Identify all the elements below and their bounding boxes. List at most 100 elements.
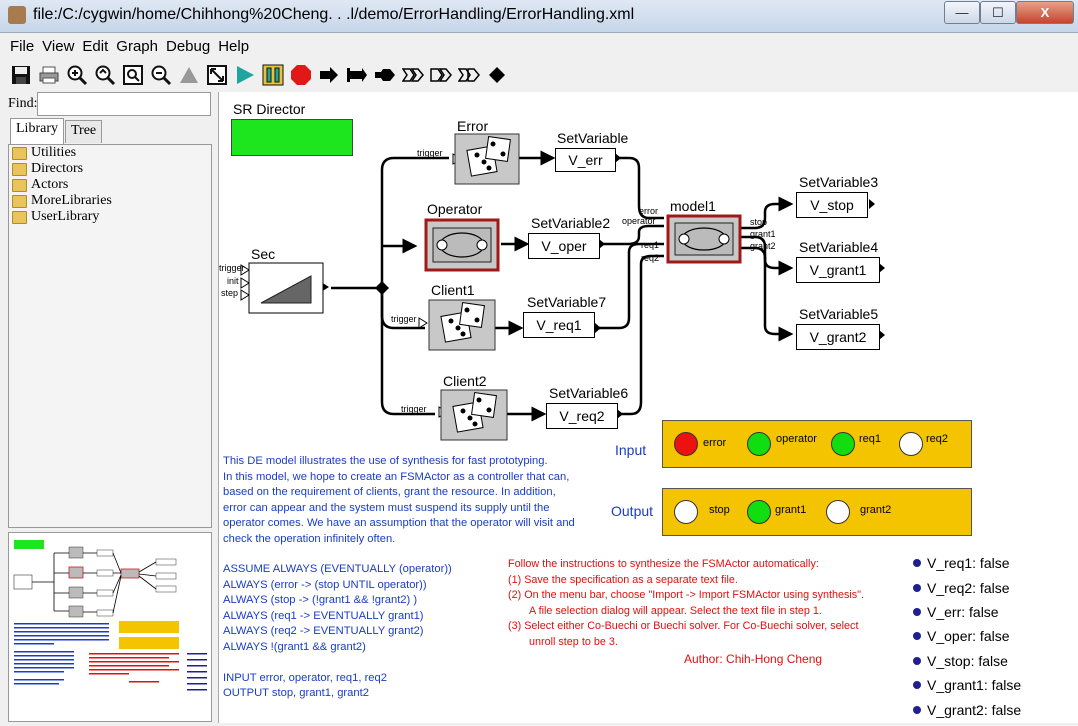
folder-icon [12, 194, 27, 208]
setvariable-box[interactable]: V_req1 [523, 312, 595, 338]
bullet-icon [913, 607, 921, 616]
bullet-icon [913, 681, 921, 690]
input-operator-led[interactable] [747, 432, 771, 456]
setvariable-box[interactable]: V_err [555, 148, 616, 172]
menu-view[interactable]: View [42, 38, 75, 55]
model1-port-grant1: grant1 [750, 229, 776, 239]
spec-line: ALWAYS (stop -> (!grant1 && !grant2) ) [223, 594, 418, 606]
title-bar: file:/C:/cygwin/home/Chihhong%20Cheng. .… [0, 0, 1078, 33]
description-line: In this model, we hope to create an FSMA… [223, 470, 570, 483]
status-label: V_req1: false [927, 555, 1010, 572]
model1-port-req1: req1 [641, 240, 660, 250]
multiport-icon[interactable] [400, 62, 425, 88]
setvariable-box[interactable]: V_stop [796, 192, 868, 218]
setvariable-title: SetVariable7 [527, 294, 607, 310]
trigger-port-label: trigger [417, 148, 443, 158]
setvariable-box[interactable]: V_grant1 [796, 257, 880, 283]
library-item-label: Directors [31, 161, 84, 176]
operator-label: Operator [427, 201, 483, 217]
setvariable-title: SetVariable6 [549, 385, 629, 401]
setvariable-title: SetVariable4 [799, 239, 879, 255]
spec-line: ALWAYS (req2 -> EVENTUALLY grant2) [223, 625, 424, 637]
input-error-led[interactable] [674, 432, 698, 456]
menu-debug[interactable]: Debug [165, 38, 211, 55]
input-req2-led[interactable] [899, 432, 923, 456]
library-item-morelibraries[interactable]: MoreLibraries [9, 193, 211, 209]
spec-line [223, 655, 452, 671]
model1-port-stop: stop [750, 217, 768, 227]
output-stop-led [674, 500, 698, 524]
sr-director[interactable] [231, 119, 353, 156]
setvariable-title: SetVariable2 [531, 215, 611, 231]
input-req1-led[interactable] [831, 432, 855, 456]
full-screen-icon[interactable] [204, 62, 229, 88]
library-item-userlibrary[interactable]: UserLibrary [9, 209, 211, 225]
spec-line: ALWAYS (error -> (stop UNTIL operator)) [223, 578, 427, 591]
model1-port-error: error [639, 206, 659, 216]
input-req1-label: req1 [859, 433, 882, 445]
output-grant1-label: grant1 [775, 504, 807, 516]
menu-edit[interactable]: Edit [82, 38, 109, 55]
window-title: file:/C:/cygwin/home/Chihhong%20Cheng. .… [33, 6, 635, 23]
client2-label: Client2 [443, 373, 487, 389]
run-icon[interactable] [232, 62, 257, 88]
zoom-reset-icon[interactable] [92, 62, 117, 88]
instruction-line: (1) Save the specification as a separate… [508, 573, 738, 586]
close-button[interactable]: X [1016, 1, 1074, 24]
diamond-icon[interactable] [484, 62, 509, 88]
find-input[interactable] [37, 92, 211, 116]
setvariable-box[interactable]: V_oper [528, 233, 600, 259]
model1-port-grant2: grant2 [750, 241, 776, 251]
status-item: V_err: false [913, 600, 1021, 624]
specification-text: ASSUME ALWAYS (EVENTUALLY (operator)) AL… [223, 562, 452, 702]
library-item-directors[interactable]: Directors [9, 161, 211, 177]
sec-port-step: step [221, 288, 239, 298]
library-item-utilities[interactable]: Utilities [9, 145, 211, 161]
zoom-out-icon[interactable] [148, 62, 173, 88]
director-label: SR Director [233, 101, 306, 117]
tab-tree[interactable]: Tree [65, 120, 103, 143]
folder-icon [12, 146, 27, 160]
status-label: V_req2: false [927, 579, 1010, 596]
tab-library[interactable]: Library [10, 118, 64, 145]
status-label: V_grant1: false [927, 677, 1022, 694]
multiport-icon[interactable] [456, 62, 481, 88]
output-grant2-label: grant2 [860, 504, 892, 516]
model-canvas[interactable]: SR Director [218, 92, 1078, 723]
save-icon[interactable] [8, 62, 33, 88]
input-panel-label: Input [615, 442, 647, 458]
spec-line: ALWAYS (req1 -> EVENTUALLY grant1) [223, 609, 424, 622]
multiport-icon[interactable] [428, 62, 453, 88]
menu-help[interactable]: Help [218, 38, 250, 55]
sec-port-trigger: trigger [219, 263, 245, 273]
menu-graph[interactable]: Graph [116, 38, 158, 55]
spec-line: OUTPUT stop, grant1, grant2 [223, 687, 369, 699]
menu-file[interactable]: File [10, 38, 35, 55]
maximize-button[interactable]: ☐ [980, 1, 1016, 24]
setvariable-title: SetVariable5 [799, 306, 879, 322]
wiring [240, 133, 885, 441]
setvariable-box[interactable]: V_req2 [546, 403, 618, 429]
bar-icon[interactable] [344, 62, 369, 88]
zoom-pan-icon[interactable] [176, 62, 201, 88]
output-grant2-led [826, 500, 850, 524]
library-tree: Utilities Directors Actors MoreLibraries… [8, 144, 212, 528]
hexagon-icon[interactable] [372, 62, 397, 88]
instruction-line: (2) On the menu bar, choose "Import -> I… [508, 589, 865, 602]
minimize-button[interactable]: — [944, 1, 980, 24]
status-label: V_stop: false [927, 652, 1008, 669]
print-icon[interactable] [36, 62, 61, 88]
stop-icon[interactable] [288, 62, 313, 88]
overview-panel[interactable] [8, 532, 212, 722]
setvariable-box[interactable]: V_grant2 [796, 324, 880, 350]
arrow-icon[interactable] [316, 62, 341, 88]
sec-label: Sec [251, 246, 276, 262]
library-item-actors[interactable]: Actors [9, 177, 211, 193]
pause-icon[interactable] [260, 62, 285, 88]
zoom-in-icon[interactable] [64, 62, 89, 88]
error-label: Error [457, 118, 489, 134]
zoom-fit-icon[interactable] [120, 62, 145, 88]
spec-line: INPUT error, operator, req1, req2 [223, 671, 387, 684]
output-panel: stop grant1 grant2 [662, 488, 972, 536]
output-panel-label: Output [611, 503, 654, 519]
